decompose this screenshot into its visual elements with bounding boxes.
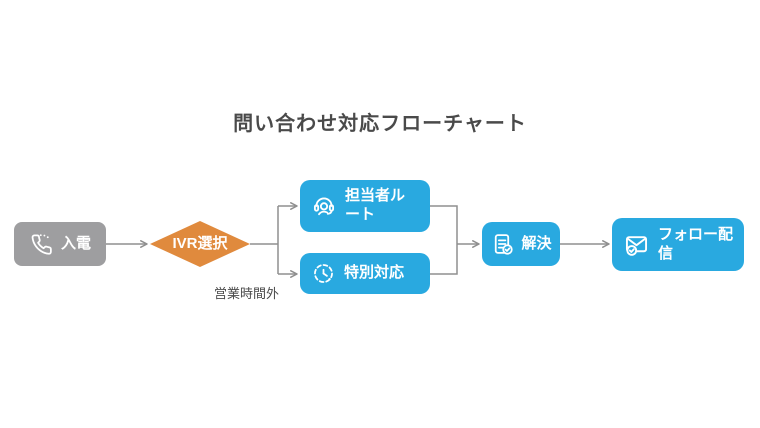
node-follow-up: フォロー配信	[612, 218, 744, 271]
node-agent-route: 担当者ルート	[300, 180, 430, 232]
clock-dashed-icon	[314, 264, 333, 283]
node-incoming-call: 入電	[14, 222, 106, 266]
node-follow-up-label: フォロー配信	[658, 225, 734, 262]
after-hours-label: 営業時間外	[214, 286, 280, 301]
node-ivr-select-label: IVR選択	[172, 234, 228, 252]
connector-agent-merge	[430, 205, 458, 244]
node-special-support-label: 特別対応	[344, 264, 405, 282]
connector-special-merge	[430, 244, 458, 275]
node-agent-route-label: 担当者ルート	[345, 187, 406, 223]
node-resolve: 解決	[482, 222, 560, 266]
page-title: 問い合わせ対応フローチャート	[233, 113, 527, 135]
node-special-support: 特別対応	[300, 253, 430, 294]
node-resolve-label: 解決	[521, 234, 552, 252]
document-check-icon	[495, 233, 514, 255]
phone-incoming-icon	[31, 233, 52, 255]
agent-headset-icon	[313, 197, 335, 216]
node-incoming-call-label: 入電	[60, 234, 91, 252]
mail-check-icon	[625, 236, 648, 256]
